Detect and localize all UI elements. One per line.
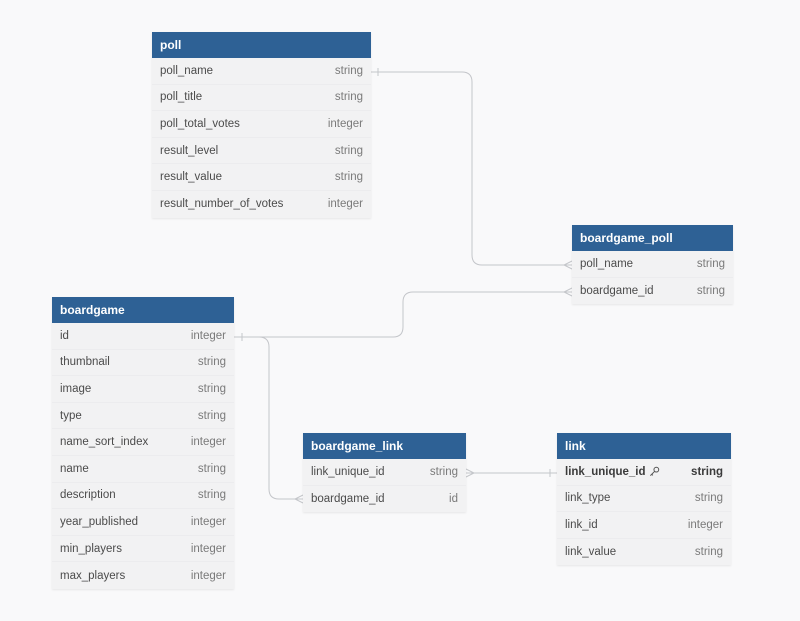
many-marker	[465, 468, 476, 478]
field-row-link-unique-id[interactable]: link_unique_id string	[303, 459, 466, 486]
field-name: link_unique_id	[311, 465, 385, 478]
table-link[interactable]: link link_unique_id string link_type str…	[557, 433, 731, 566]
field-row-link-type[interactable]: link_type string	[557, 486, 731, 513]
field-type: string	[334, 91, 363, 104]
field-row-poll-title[interactable]: poll_title string	[152, 85, 371, 112]
field-type: integer	[190, 542, 226, 555]
field-row-link-value[interactable]: link_value string	[557, 539, 731, 566]
field-name: result_number_of_votes	[160, 198, 284, 211]
field-row-result-number-of-votes[interactable]: result_number_of_votes integer	[152, 191, 371, 218]
field-type: string	[691, 465, 723, 478]
field-row-name-sort-index[interactable]: name_sort_index integer	[52, 429, 234, 456]
field-name-text: link_unique_id	[565, 465, 646, 478]
field-name: max_players	[60, 569, 126, 582]
table-poll[interactable]: poll poll_name string poll_title string …	[152, 32, 371, 218]
field-name: poll_name	[580, 257, 634, 270]
field-name: boardgame_id	[311, 492, 385, 505]
field-row-min-players[interactable]: min_players integer	[52, 536, 234, 563]
field-name: thumbnail	[60, 356, 110, 369]
field-type: integer	[327, 117, 363, 130]
field-row-result-value[interactable]: result_value string	[152, 164, 371, 191]
field-name: link_value	[565, 546, 617, 559]
field-row-type[interactable]: type string	[52, 403, 234, 430]
field-name: result_value	[160, 171, 223, 184]
key-icon	[649, 466, 660, 477]
field-type: string	[197, 382, 226, 395]
field-name: result_level	[160, 144, 219, 157]
many-marker	[562, 260, 573, 270]
field-name: min_players	[60, 542, 122, 555]
field-row-max-players[interactable]: max_players integer	[52, 562, 234, 589]
field-type: string	[197, 489, 226, 502]
table-header-poll[interactable]: poll	[152, 32, 371, 58]
table-header-link[interactable]: link	[557, 433, 731, 459]
field-row-boardgame-id[interactable]: boardgame_id id	[303, 486, 466, 513]
table-boardgame[interactable]: boardgame id integer thumbnail string im…	[52, 297, 234, 589]
field-row-year-published[interactable]: year_published integer	[52, 509, 234, 536]
field-row-link-unique-id[interactable]: link_unique_id string	[557, 459, 731, 486]
relation-boardgame-to-boardgame-poll	[234, 291, 572, 338]
field-name: image	[60, 382, 92, 395]
table-fields: poll_name string boardgame_id string	[572, 251, 733, 304]
many-marker	[293, 494, 304, 504]
field-type: id	[449, 492, 458, 505]
field-type: integer	[687, 518, 723, 531]
field-type: string	[696, 257, 725, 270]
relation-poll-to-boardgame-poll	[371, 71, 572, 266]
table-fields: link_unique_id string boardgame_id id	[303, 459, 466, 512]
table-boardgame-poll[interactable]: boardgame_poll poll_name string boardgam…	[572, 225, 733, 305]
field-type: string	[334, 171, 363, 184]
table-fields: link_unique_id string link_type string l…	[557, 459, 731, 565]
field-row-poll-total-votes[interactable]: poll_total_votes integer	[152, 111, 371, 138]
field-name: boardgame_id	[580, 284, 654, 297]
field-type: integer	[190, 329, 226, 342]
field-type: string	[197, 462, 226, 475]
field-name: link_id	[565, 518, 598, 531]
many-marker	[562, 287, 573, 297]
field-type: integer	[190, 436, 226, 449]
field-name: name_sort_index	[60, 436, 149, 449]
field-row-name[interactable]: name string	[52, 456, 234, 483]
field-name: link_type	[565, 492, 611, 505]
field-type: string	[429, 465, 458, 478]
relation-boardgame-to-boardgame-link	[234, 336, 303, 500]
field-row-boardgame-id[interactable]: boardgame_id string	[572, 278, 733, 305]
field-type: integer	[190, 515, 226, 528]
field-name: description	[60, 489, 116, 502]
table-boardgame-link[interactable]: boardgame_link link_unique_id string boa…	[303, 433, 466, 513]
field-type: string	[197, 409, 226, 422]
field-type: integer	[190, 569, 226, 582]
field-name: id	[60, 329, 69, 342]
field-name: link_unique_id	[565, 466, 660, 478]
field-row-thumbnail[interactable]: thumbnail string	[52, 350, 234, 377]
field-row-poll-name[interactable]: poll_name string	[152, 58, 371, 85]
field-name: poll_title	[160, 91, 203, 104]
field-name: year_published	[60, 515, 139, 528]
field-row-result-level[interactable]: result_level string	[152, 138, 371, 165]
field-row-image[interactable]: image string	[52, 376, 234, 403]
field-type: string	[696, 284, 725, 297]
table-header-boardgame-link[interactable]: boardgame_link	[303, 433, 466, 459]
table-fields: id integer thumbnail string image string…	[52, 323, 234, 589]
field-name: name	[60, 462, 89, 475]
field-type: string	[334, 144, 363, 157]
field-row-link-id[interactable]: link_id integer	[557, 512, 731, 539]
field-name: poll_name	[160, 64, 214, 77]
field-row-id[interactable]: id integer	[52, 323, 234, 350]
field-type: integer	[327, 198, 363, 211]
field-type: string	[694, 546, 723, 559]
field-type: string	[694, 492, 723, 505]
table-header-boardgame[interactable]: boardgame	[52, 297, 234, 323]
field-row-description[interactable]: description string	[52, 483, 234, 510]
field-name: poll_total_votes	[160, 117, 240, 130]
table-fields: poll_name string poll_title string poll_…	[152, 58, 371, 218]
field-row-poll-name[interactable]: poll_name string	[572, 251, 733, 278]
field-type: string	[197, 356, 226, 369]
field-name: type	[60, 409, 82, 422]
field-type: string	[334, 64, 363, 77]
table-header-boardgame-poll[interactable]: boardgame_poll	[572, 225, 733, 251]
